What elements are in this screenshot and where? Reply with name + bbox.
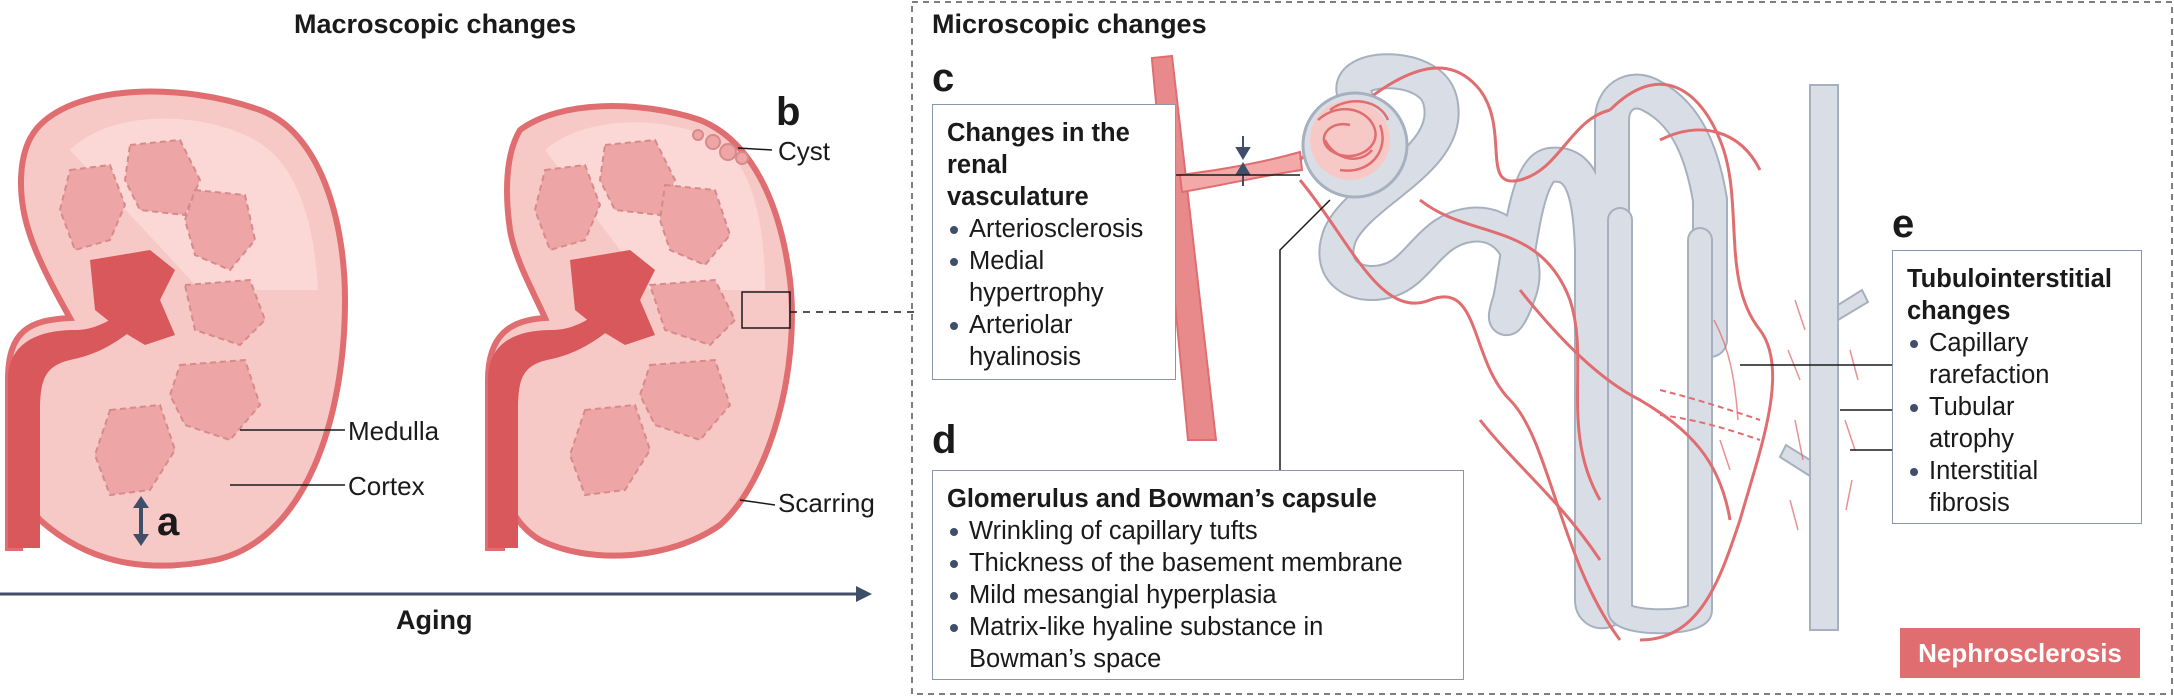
aging-label: Aging [396,605,473,635]
cortex-label: Cortex [348,471,425,501]
box-renal-vasculature: Changes in the renal vasculature Arterio… [932,104,1176,380]
collecting-duct [1778,84,1870,631]
box-glomerulus: Glomerulus and Bowman’s capsule Wrinklin… [932,470,1464,680]
box-d-item: Mild mesangial hyperplasia [947,579,1449,611]
box-d-item: Matrix-like hyaline substance in Bowman’… [947,611,1349,675]
label-a: a [157,500,180,544]
peritubular-capillaries [1298,66,1775,642]
box-c-item: Medial hypertrophy [947,245,1139,309]
box-d-item: Thickness of the basement membrane [947,547,1449,579]
box-c-item: Arteriolar hyalinosis [947,309,1119,373]
box-c-title-1: Changes in the [947,119,1130,147]
label-d: d [932,418,957,462]
box-e-item: Interstitial fibrosis [1907,455,2069,519]
aging-arrow [0,586,872,602]
cyst-label: Cyst [778,136,830,166]
label-e: e [1892,202,1915,246]
box-e-item: Capillary rarefaction [1907,327,2109,391]
scarring-label: Scarring [778,488,875,518]
microscopic-panel-border [911,1,2173,695]
box-d-title: Glomerulus and Bowman’s capsule [947,485,1377,513]
label-b: b [776,90,801,134]
leader-lines-microscopic [1172,174,1892,470]
box-e-title-2: changes [1907,297,2011,325]
box-c-item: Arteriosclerosis [947,213,1161,245]
zoom-box [741,291,791,329]
leader-lines-kidney-2 [737,147,776,506]
label-c: c [932,56,955,100]
box-d-item: Wrinkling of capillary tufts [947,515,1449,547]
medulla-label: Medulla [348,416,440,446]
macroscopic-heading: Macroscopic changes [294,9,577,39]
box-tubulointerstitial: Tubulointerstitial changes Capillary rar… [1892,250,2142,524]
glomerulus [1301,91,1409,199]
kidney-aged [485,103,795,559]
box-e-item: Tubular atrophy [1907,391,2059,455]
box-e-title-1: Tubulointerstitial [1907,265,2112,293]
microscopic-heading: Microscopic changes [932,9,1207,39]
atrophic-segment [1659,389,1761,441]
vessel-thickness-arrows [1235,136,1251,186]
leader-lines-kidney-1 [230,429,345,486]
nephrosclerosis-tag: Nephrosclerosis [1900,628,2140,678]
box-c-title-3: vasculature [947,183,1089,211]
box-c-title-2: renal [947,151,1008,179]
arrow-a [133,496,149,546]
kidney-normal [5,88,349,569]
